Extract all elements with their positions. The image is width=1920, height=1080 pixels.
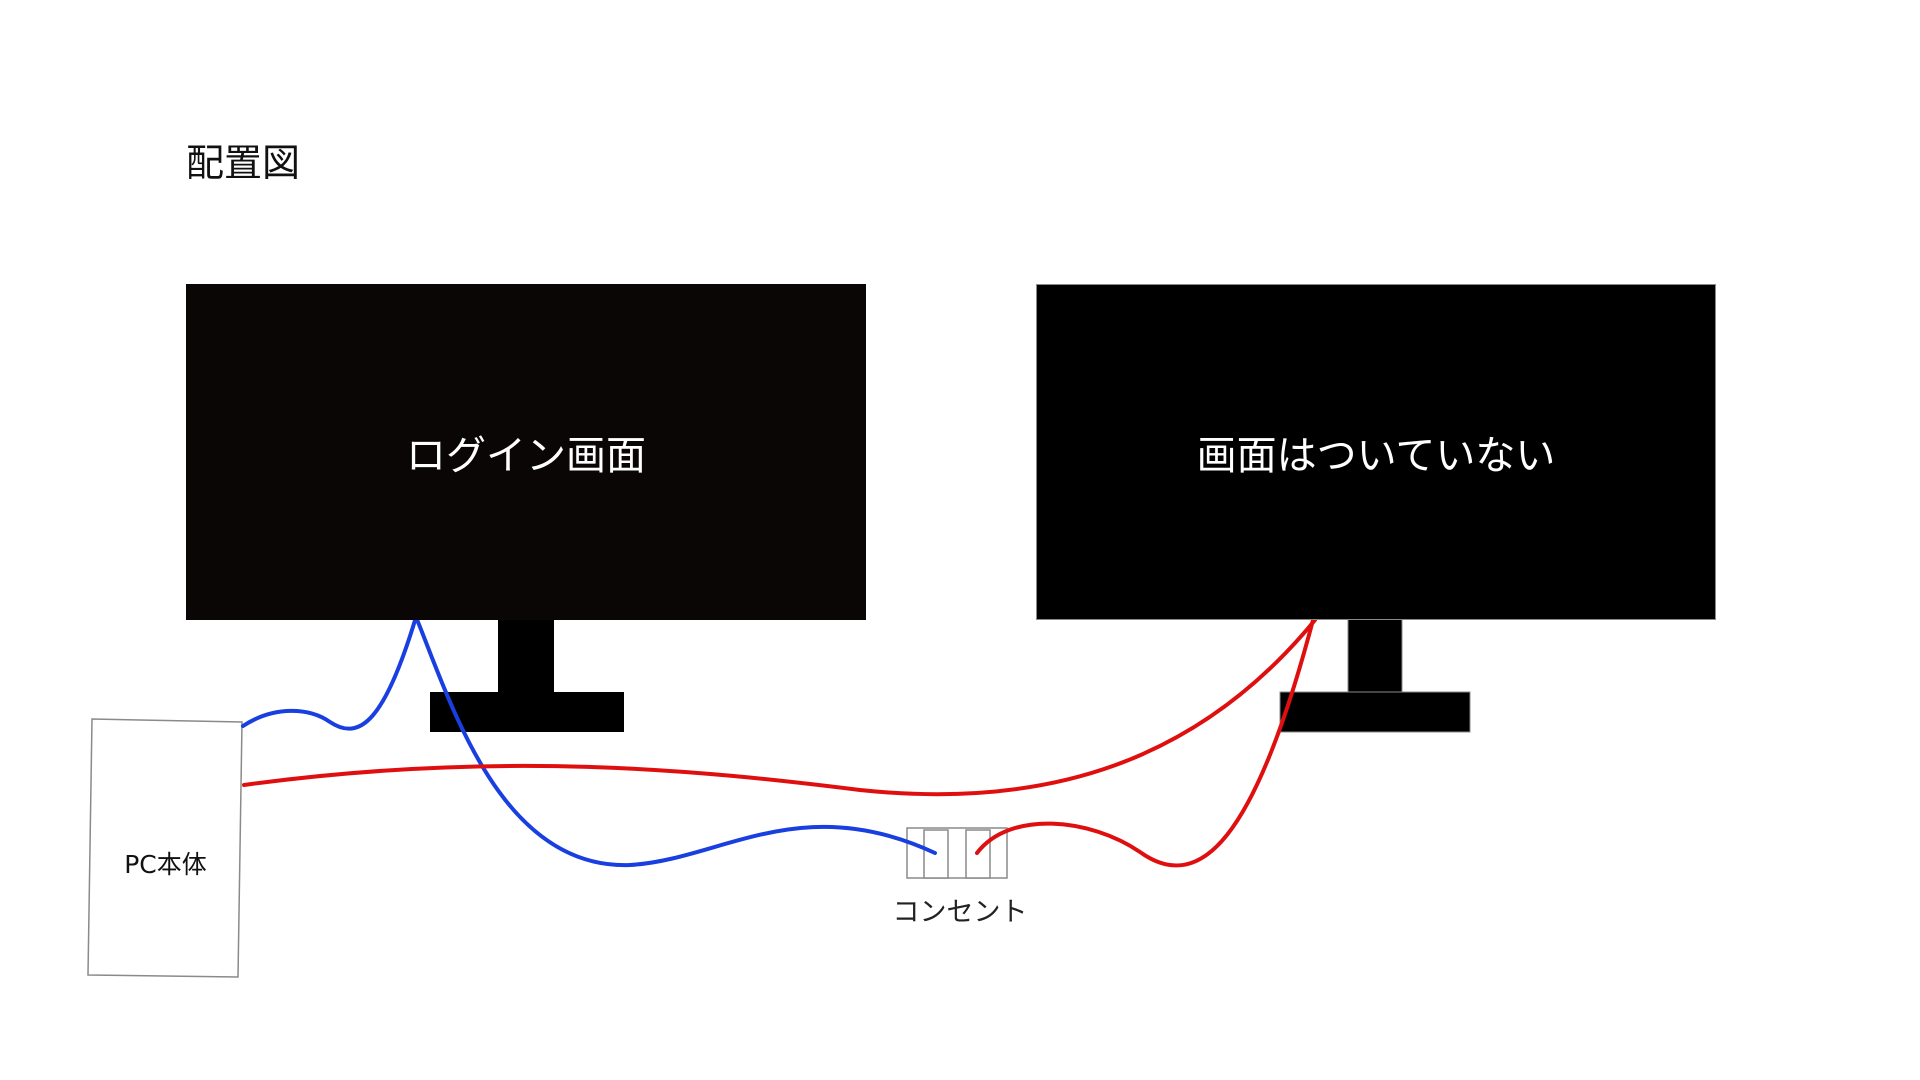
pc-tower: [87, 718, 243, 978]
power-cable-pc: [242, 618, 1317, 797]
left-monitor-screen: ログイン画面: [186, 284, 866, 620]
page-title: 配置図: [186, 141, 301, 185]
left-monitor-text: ログイン画面: [406, 433, 646, 479]
power-cable-outlet: [975, 618, 1315, 868]
pc-label: PC本体: [124, 850, 207, 879]
power-outlet: [906, 827, 1008, 879]
left-monitor-neck: [498, 620, 554, 692]
right-monitor-base: [1279, 691, 1471, 733]
right-monitor-screen: 画面はついていない: [1036, 284, 1716, 620]
video-cable: [241, 611, 937, 868]
outlet-label: コンセント: [892, 897, 1028, 928]
right-monitor-text: 画面はついていない: [1196, 433, 1556, 479]
